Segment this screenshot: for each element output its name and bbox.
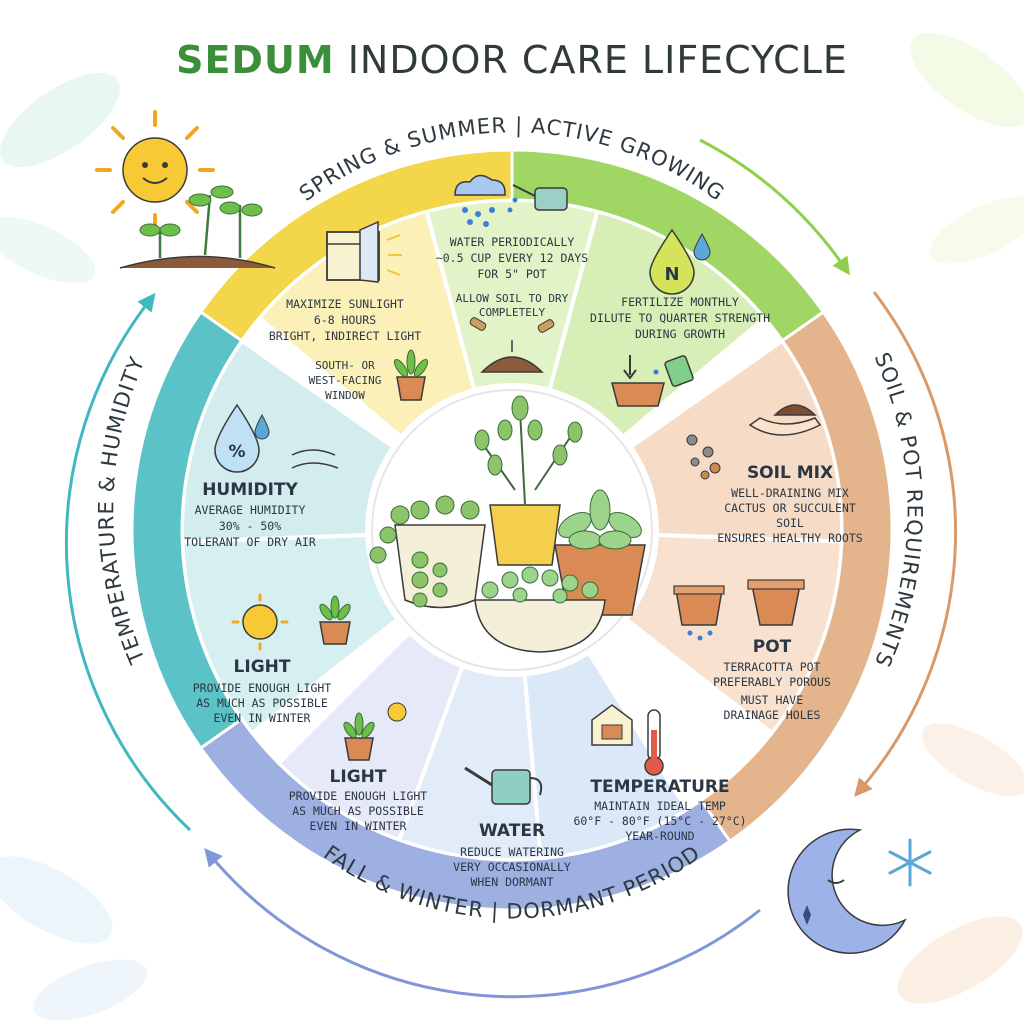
- water-active-line-3: FOR 5" POT: [477, 267, 546, 281]
- cycle-arrow-right: [854, 291, 958, 797]
- water-dormant-heading: WATER: [479, 821, 545, 841]
- page-title: SEDUM INDOOR CARE LIFECYCLE: [0, 38, 1024, 82]
- humidity-line-1: AVERAGE HUMIDITY: [195, 503, 306, 517]
- title-rest: INDOOR CARE LIFECYCLE: [334, 38, 848, 82]
- temperature-line-2: 60°F - 80°F (15°C - 27°C): [573, 814, 746, 828]
- soil-line-4: ENSURES HEALTHY ROOTS: [717, 531, 862, 545]
- light-dormant-line-2: AS MUCH AS POSSIBLE: [292, 804, 424, 818]
- water-dormant-line-2: VERY OCCASIONALLY: [453, 860, 571, 874]
- segment-light-left: LIGHT PROVIDE ENOUGH LIGHT AS MUCH AS PO…: [193, 657, 332, 725]
- outer-bands: [130, 148, 894, 912]
- center-plants: [369, 389, 653, 671]
- segment-pot: POT TERRACOTTA POT PREFERABLY POROUS MUS…: [713, 637, 831, 722]
- cycle-arrow-top: [699, 138, 851, 276]
- humidity-badge: %: [228, 442, 245, 462]
- light-dormant-heading: LIGHT: [330, 767, 387, 787]
- fertilizer-badge: N: [664, 264, 679, 285]
- cycle-arrow-bottom: [204, 848, 761, 999]
- segment-water-dormant: WATER REDUCE WATERING VERY OCCASIONALLY …: [453, 821, 571, 889]
- water-dormant-line-1: REDUCE WATERING: [460, 845, 564, 859]
- watering-can-icon: [464, 766, 543, 805]
- light-left-line-1: PROVIDE ENOUGH LIGHT: [193, 681, 332, 695]
- sunlight-note-3: WINDOW: [325, 389, 365, 402]
- sunlight-line-3: BRIGHT, INDIRECT LIGHT: [269, 329, 421, 343]
- sunlight-line-2: 6-8 HOURS: [314, 313, 376, 327]
- terracotta-pots-icon: [673, 579, 805, 641]
- segment-temperature: TEMPERATURE MAINTAIN IDEAL TEMP 60°F - 8…: [573, 777, 746, 843]
- segment-water-active: WATER PERIODICALLY ~0.5 CUP EVERY 12 DAY…: [436, 235, 588, 319]
- fertilize-line-2: DILUTE TO QUARTER STRENGTH: [590, 311, 770, 325]
- sun-pot-icon: [231, 593, 351, 651]
- sunlight-note-1: SOUTH- OR: [315, 359, 375, 372]
- hanging-sedum-pot-icon: [369, 495, 486, 609]
- sunlight-note-2: WEST-FACING: [309, 374, 382, 387]
- trailing-sedum-bowl-icon: [474, 566, 606, 653]
- cloud-watering-can-icon: [454, 174, 568, 227]
- temperature-line-3: YEAR-ROUND: [625, 829, 694, 843]
- small-pot-plant-icon: [393, 349, 429, 401]
- fertilize-line-1: FERTILIZE MONTHLY: [621, 295, 739, 309]
- light-left-heading: LIGHT: [234, 657, 291, 677]
- soil-line-1: WELL-DRAINING MIX: [731, 486, 849, 500]
- soil-line-3: SOIL: [776, 516, 804, 530]
- light-left-line-3: EVEN IN WINTER: [214, 711, 311, 725]
- humidity-line-3: TOLERANT OF DRY AIR: [184, 535, 316, 549]
- sunlight-line-1: MAXIMIZE SUNLIGHT: [286, 297, 404, 311]
- segment-humidity: HUMIDITY AVERAGE HUMIDITY 30% - 50% TOLE…: [184, 480, 316, 549]
- upright-sedum-pot-icon: [474, 395, 583, 566]
- fertilizer-drop-icon: N: [649, 228, 711, 295]
- soil-line-2: CACTUS OR SUCCULENT: [724, 501, 856, 515]
- pot-line-4: DRAINAGE HOLES: [724, 708, 821, 722]
- pot-line-3: MUST HAVE: [741, 693, 803, 707]
- moon-snowflake-illustration: [787, 828, 932, 954]
- pot-line-1: TERRACOTTA POT: [724, 660, 821, 674]
- soil-heading: SOIL MIX: [747, 463, 833, 483]
- light-left-line-2: AS MUCH AS POSSIBLE: [196, 696, 328, 710]
- segment-fertilize: FERTILIZE MONTHLY DILUTE TO QUARTER STRE…: [590, 295, 770, 341]
- humidity-drop-icon: %: [214, 403, 339, 473]
- house-thermometer-icon: [591, 704, 664, 776]
- water-active-line-2: ~0.5 CUP EVERY 12 DAYS: [436, 251, 588, 265]
- band-humidity: [130, 309, 244, 751]
- segment-soil: SOIL MIX WELL-DRAINING MIX CACTUS OR SUC…: [717, 463, 862, 545]
- pot-sun-icon: [343, 702, 407, 761]
- light-dormant-line-1: PROVIDE ENOUGH LIGHT: [289, 789, 428, 803]
- water-active-line-1: WATER PERIODICALLY: [450, 235, 575, 249]
- pot-line-2: PREFERABLY POROUS: [713, 675, 831, 689]
- segment-sunlight: MAXIMIZE SUNLIGHT 6-8 HOURS BRIGHT, INDI…: [269, 297, 421, 402]
- humidity-heading: HUMIDITY: [202, 480, 298, 500]
- background-leaves: [0, 32, 1024, 1021]
- dry-soil-icon: [469, 317, 555, 373]
- light-dormant-line-3: EVEN IN WINTER: [310, 819, 407, 833]
- pot-heading: POT: [753, 637, 792, 657]
- water-active-note-1: ALLOW SOIL TO DRY: [456, 292, 569, 305]
- sun-sprout-illustration: [95, 110, 276, 269]
- temperature-heading: TEMPERATURE: [590, 777, 729, 797]
- segment-light-dormant: LIGHT PROVIDE ENOUGH LIGHT AS MUCH AS PO…: [289, 767, 428, 833]
- temperature-line-1: MAINTAIN IDEAL TEMP: [594, 799, 726, 813]
- window-icon: [326, 220, 402, 283]
- soil-hand-icon: [686, 404, 822, 480]
- rosette-sedum-pot-icon: [554, 489, 646, 616]
- potting-arrow-icon: [611, 355, 694, 407]
- fertilize-line-3: DURING GROWTH: [635, 327, 725, 341]
- water-active-note-2: COMPLETELY: [479, 306, 546, 319]
- water-dormant-line-3: WHEN DORMANT: [470, 875, 553, 889]
- cycle-arrow-left: [64, 292, 192, 832]
- title-accent: SEDUM: [176, 38, 335, 82]
- humidity-line-2: 30% - 50%: [219, 519, 281, 533]
